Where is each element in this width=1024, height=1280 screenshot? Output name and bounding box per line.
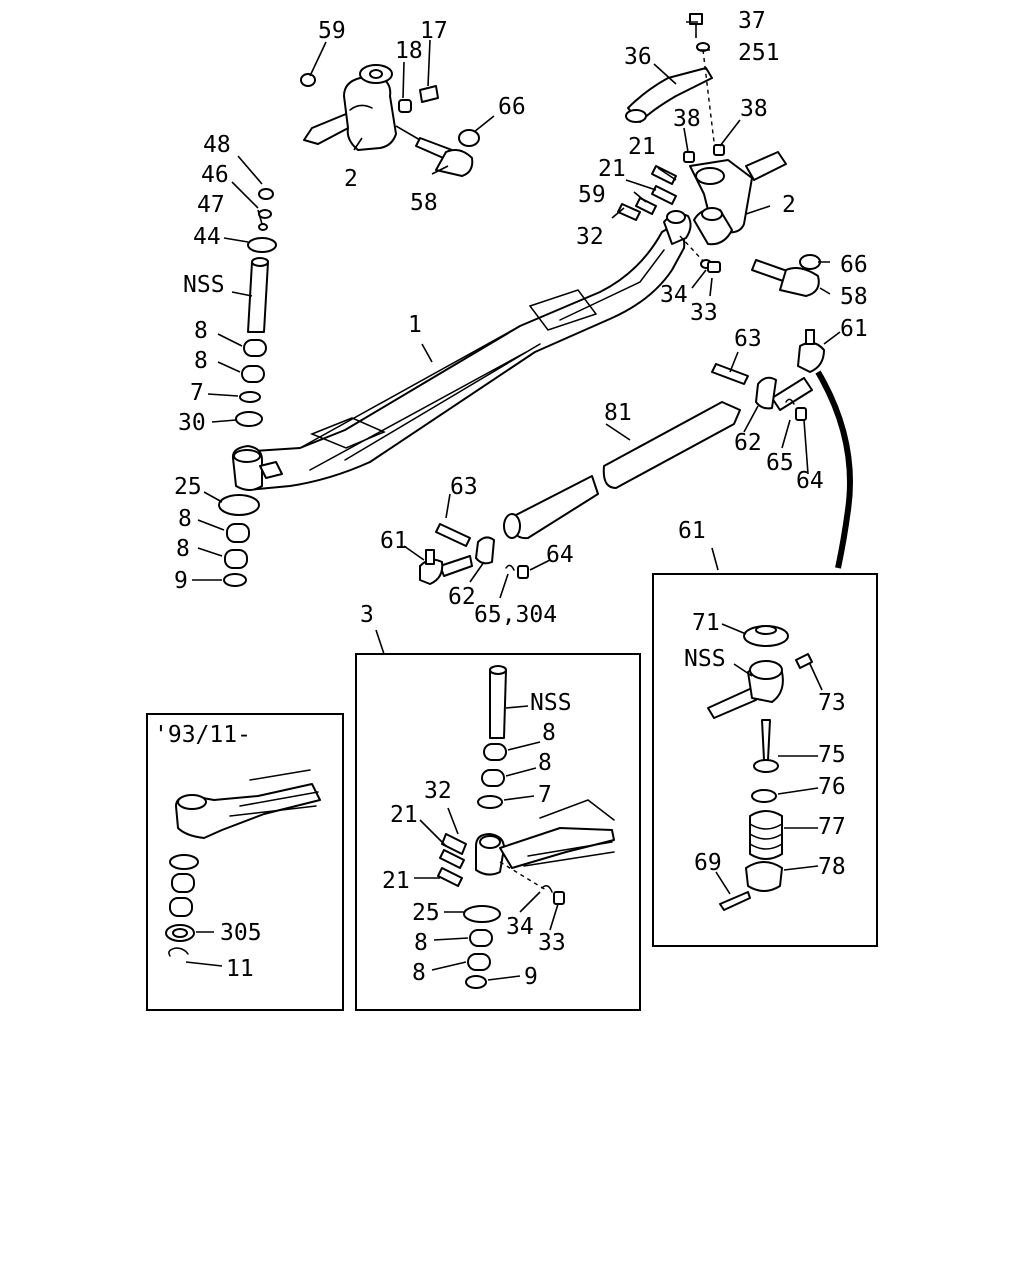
callout-11: 11 [226, 956, 254, 982]
callout-2: 2 [344, 166, 358, 192]
inset-middle-nss: NSS [530, 690, 572, 716]
callout-62: 62 [734, 430, 762, 456]
inset-middle-21: 21 [390, 802, 418, 828]
inset-middle-8-b: 8 [538, 750, 552, 776]
connector-curve [815, 370, 853, 569]
callout-59: 59 [318, 18, 346, 44]
leaders-main [192, 21, 841, 655]
callout-65: 65 [766, 450, 794, 476]
callout-17: 17 [420, 18, 448, 44]
inset-middle-7: 7 [538, 782, 552, 808]
tie-rod-end-right [751, 254, 821, 297]
inset-right-77: 77 [818, 814, 846, 840]
inset-middle-labels: NSS 8 8 7 32 21 21 25 34 33 8 8 9 [382, 690, 572, 990]
callout-nss: NSS [183, 272, 225, 298]
callout-37: 37 [738, 8, 766, 34]
callout-21: 21 [628, 134, 656, 160]
callout-66: 66 [498, 94, 526, 120]
inset-left-title: '93/11- [154, 722, 251, 748]
inset-right-73: 73 [818, 690, 846, 716]
callout-47: 47 [197, 192, 225, 218]
inset-middle-25: 25 [412, 900, 440, 926]
knuckle-left [300, 64, 439, 151]
inset-middle-8-d: 8 [412, 960, 426, 986]
callout-61-b: 61 [380, 528, 408, 554]
callout-8: 8 [194, 318, 208, 344]
tie-rod-end-left [395, 125, 480, 177]
callout-8-c: 8 [178, 506, 192, 532]
callout-64-b: 64 [546, 542, 574, 568]
callout-18: 18 [395, 38, 423, 64]
inset-left-labels: '93/11- 305 11 [154, 722, 262, 982]
callout-44: 44 [193, 224, 221, 250]
callout-38: 38 [673, 106, 701, 132]
inset-middle-8: 8 [542, 720, 556, 746]
inset-middle-33: 33 [538, 930, 566, 956]
inset-frame-right [652, 573, 878, 947]
axle-beam [231, 210, 692, 491]
callout-59-b: 59 [578, 182, 606, 208]
tie-rod [503, 401, 741, 540]
inset-right-69: 69 [694, 850, 722, 876]
callout-66-b: 66 [840, 252, 868, 278]
inset-left-parts [165, 769, 321, 967]
kingpin-stack-left [218, 188, 277, 587]
callout-63-b: 63 [450, 474, 478, 500]
callout-46: 46 [201, 162, 229, 188]
callout-labels: 59 18 17 66 37 251 36 38 38 2 58 21 21 5… [174, 8, 868, 628]
callout-61: 61 [840, 316, 868, 342]
callout-21-b: 21 [598, 156, 626, 182]
inset-middle-parts [414, 665, 615, 989]
tie-rod-end-61-left [419, 523, 529, 585]
inset-middle-21-b: 21 [382, 868, 410, 894]
callout-25: 25 [174, 474, 202, 500]
callout-8-d: 8 [176, 536, 190, 562]
callout-7: 7 [190, 380, 204, 406]
callout-34: 34 [660, 282, 688, 308]
callout-58: 58 [410, 190, 438, 216]
inset-right-labels: 71 NSS 73 75 76 77 69 78 [684, 610, 846, 880]
callout-30: 30 [178, 410, 206, 436]
callout-3: 3 [360, 602, 374, 628]
inset-frame-left [146, 713, 344, 1011]
inset-middle-9: 9 [524, 964, 538, 990]
callout-9: 9 [174, 568, 188, 594]
callout-48: 48 [203, 132, 231, 158]
callout-61-c: 61 [678, 518, 706, 544]
callout-65-304: 65,304 [474, 602, 557, 628]
callout-62-b: 62 [448, 584, 476, 610]
callout-1: 1 [408, 312, 422, 338]
inset-middle-8-c: 8 [414, 930, 428, 956]
inset-middle-34: 34 [506, 914, 534, 940]
callout-2-b: 2 [782, 192, 796, 218]
callout-251: 251 [738, 40, 780, 66]
callout-58-b: 58 [840, 284, 868, 310]
callout-36: 36 [624, 44, 652, 70]
inset-right-nss: NSS [684, 646, 726, 672]
callout-64: 64 [796, 468, 824, 494]
inset-right-78: 78 [818, 854, 846, 880]
inset-right-parts [707, 623, 823, 911]
inset-right-76: 76 [818, 774, 846, 800]
inset-right-75: 75 [818, 742, 846, 768]
inset-middle-32: 32 [424, 778, 452, 804]
callout-33: 33 [690, 300, 718, 326]
inset-right-71: 71 [692, 610, 720, 636]
callout-81: 81 [604, 400, 632, 426]
callout-8-b: 8 [194, 348, 208, 374]
knuckle-right [617, 13, 787, 273]
callout-305: 305 [220, 920, 262, 946]
callout-32: 32 [576, 224, 604, 250]
callout-63: 63 [734, 326, 762, 352]
inset-frame-middle [355, 653, 641, 1011]
callout-38-b: 38 [740, 96, 768, 122]
tie-rod-end-61-right [711, 329, 825, 421]
